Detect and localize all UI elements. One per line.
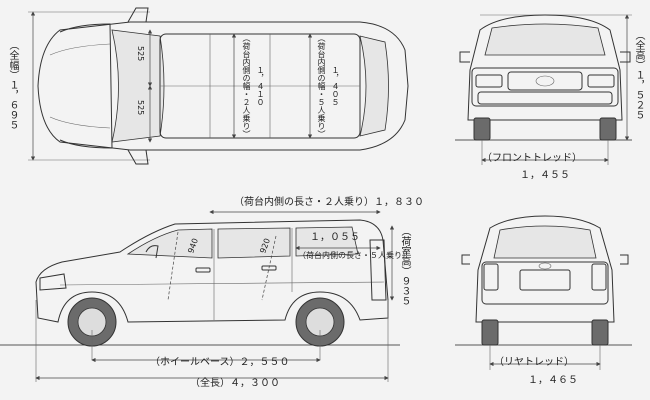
front-view-drawing (455, 14, 632, 165)
front-tread-value: １，４５５ (520, 170, 570, 181)
side-view-drawing (0, 209, 400, 382)
rear-tread-value: １，４６５ (528, 375, 578, 386)
cargo-length-5seat-value: １，０５５ (310, 232, 360, 243)
rear-tread-label: （リヤトレッド） (494, 357, 574, 368)
top-view-drawing (28, 7, 409, 165)
overall-length-label: （全長）４，３００ (190, 378, 280, 389)
overall-height-label: （全高）１，５２５ (633, 30, 644, 120)
dim-525-lower: 525 (136, 100, 145, 116)
cargo-length-2seat-label: （荷台内側の長さ・２人乗り）１，８３０ (234, 197, 424, 208)
rear-view-drawing (455, 215, 632, 370)
cargo-width-2seat-value: １，４１０ (256, 66, 265, 106)
wheelbase-label: （ホイールベース）２，５５０ (150, 357, 290, 368)
front-tread-label: （フロントトレッド） (482, 153, 582, 164)
cargo-width-2seat-label: （荷台内側の幅・２人乗り） (242, 34, 251, 138)
dim-525-upper: 525 (136, 46, 145, 62)
cargo-width-5seat-label: （荷台内側の幅・５人乗り） (317, 34, 326, 138)
full-width-label: （全幅）１，６９５ (7, 40, 18, 130)
cargo-width-5seat-value: １，４０５ (331, 66, 340, 106)
cargo-height-label: （荷室高）９３５ (399, 226, 410, 306)
cargo-length-5seat-label: （荷台内側の長さ・５人乗り） (298, 251, 410, 260)
